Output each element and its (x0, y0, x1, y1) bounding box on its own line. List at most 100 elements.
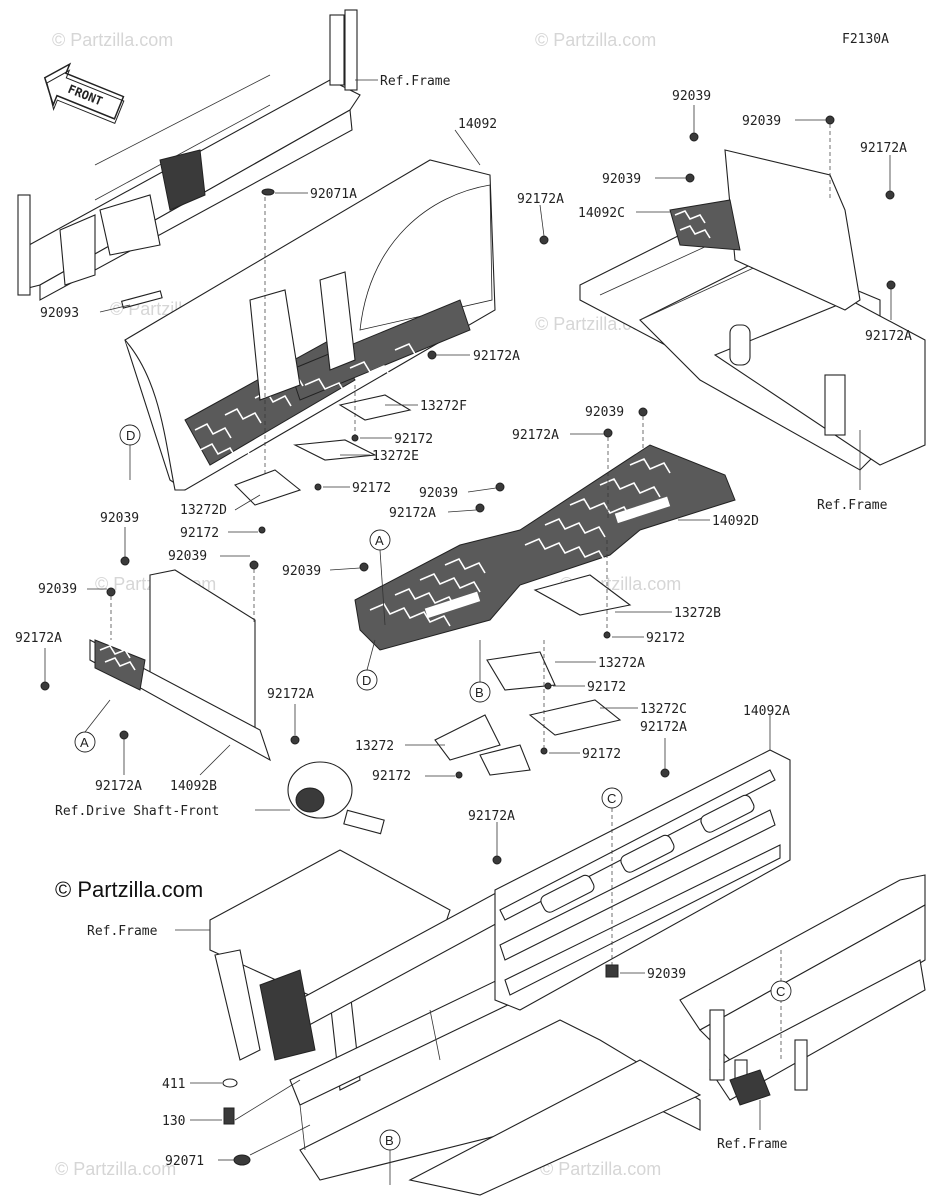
label-92172A-l1: 92172A (15, 631, 62, 646)
leader-line (234, 1079, 301, 1121)
label-ref-frame-bottom: Ref.Frame (717, 1137, 788, 1152)
label-92172A-1: 92172A (517, 192, 564, 207)
screw-92172-icon (540, 747, 548, 755)
label-13272A: 13272A (598, 656, 645, 671)
screw-92172A-icon (603, 428, 613, 438)
screw-92172A-icon (886, 280, 896, 290)
callout-letter: D (362, 673, 371, 688)
callout-letter: C (607, 791, 616, 806)
watermark-text: © Partzilla.com (52, 30, 173, 50)
callout-letter: A (375, 533, 384, 548)
label-13272D: 13272D (180, 503, 227, 518)
label-13272B: 13272B (674, 606, 721, 621)
screw-92039-icon (638, 407, 648, 417)
screw-92172A-icon (660, 768, 670, 778)
screw-92172-icon (603, 631, 611, 639)
label-14092A: 14092A (743, 704, 790, 719)
insulator-13272C (528, 699, 622, 736)
label-92172-m1: 92172 (646, 631, 685, 646)
screw-92172A-icon (539, 235, 549, 245)
side-panel-14092B (89, 569, 271, 762)
label-92039-m3: 92039 (282, 564, 321, 579)
label-ref-drive-shaft: Ref.Drive Shaft-Front (55, 804, 219, 819)
clip-92039-icon (605, 964, 619, 978)
label-92039-r1: 92039 (672, 89, 711, 104)
label-92172A-m2: 92172A (389, 506, 436, 521)
screw-92172A-icon (492, 855, 502, 865)
callout-letter: B (385, 1133, 394, 1148)
callout-c (770, 980, 792, 1002)
screw-92039-icon (106, 587, 116, 597)
label-92039-b1: 92039 (647, 967, 686, 982)
label-92172A-r2: 92172A (865, 329, 912, 344)
screw-92172-icon (544, 682, 552, 690)
clip-92071A-icon (261, 188, 275, 196)
label-92172A-l2: 92172A (267, 687, 314, 702)
front-frame-assembly (17, 9, 361, 301)
screw-92039-icon (495, 482, 505, 492)
label-13272: 13272 (355, 739, 394, 754)
label-92172-3: 92172 (180, 526, 219, 541)
label-ref-frame-right: Ref.Frame (817, 498, 888, 513)
label-92172-m2: 92172 (587, 680, 626, 695)
label-14092: 14092 (458, 117, 497, 132)
label-411: 411 (162, 1077, 185, 1092)
screw-92172-icon (258, 526, 266, 534)
leader-line (329, 567, 361, 571)
label-92039-l1: 92039 (100, 511, 139, 526)
screw-92172A-icon (475, 503, 485, 513)
screw-92172A-icon (119, 730, 129, 740)
screw-92172A-icon (427, 350, 437, 360)
screw-92039-icon (249, 560, 259, 570)
callout-letter: A (80, 735, 89, 750)
screw-92172-icon (351, 434, 359, 442)
leader-line (467, 487, 497, 493)
label-92172A-m1: 92172A (512, 428, 559, 443)
label-13272F: 13272F (420, 399, 467, 414)
label-92093: 92093 (40, 306, 79, 321)
label-92039-r2: 92039 (742, 114, 781, 129)
copyright-text: © Partzilla.com (55, 877, 203, 902)
label-92039-l2: 92039 (168, 549, 207, 564)
leader-line (539, 204, 545, 237)
label-92172-m3: 92172 (372, 769, 411, 784)
insulator-13272B (533, 574, 632, 616)
leader-line (454, 129, 481, 166)
leader-line (447, 509, 477, 513)
insulator-13272E (293, 439, 377, 461)
label-92039-r3: 92039 (602, 172, 641, 187)
label-92172A-b1: 92172A (468, 809, 515, 824)
screw-92172A-icon (885, 190, 895, 200)
label-14092D: 14092D (712, 514, 759, 529)
pad-92093-icon (120, 290, 163, 309)
leader-line (199, 744, 231, 776)
label-92172A-r1: 92172A (860, 141, 907, 156)
label-92172-1: 92172 (394, 432, 433, 447)
callout-letter: D (126, 428, 135, 443)
screw-92039-icon (685, 173, 695, 183)
insulator-13272 (434, 714, 501, 761)
label-13272C: 13272C (640, 702, 687, 717)
insulator-13272A (486, 651, 556, 691)
label-92071A: 92071A (310, 187, 357, 202)
leader-line (379, 549, 386, 626)
label-92172-2: 92172 (352, 481, 391, 496)
watermark-text: © Partzilla.com (535, 30, 656, 50)
insulator-13272F (338, 394, 412, 421)
callout-letter: C (776, 984, 785, 999)
label-13272E: 13272E (372, 449, 419, 464)
insulator-13272 (479, 744, 531, 776)
front-arrow-icon: FRONT (43, 62, 125, 124)
label-92039-m2: 92039 (419, 486, 458, 501)
watermark-text: © Partzilla.com (55, 1159, 176, 1179)
screw-92039-icon (689, 132, 699, 142)
rear-floor-panel-14092C (669, 149, 861, 311)
screw-92039-icon (120, 556, 130, 566)
screw-92039-icon (825, 115, 835, 125)
watermark-text: © Partzilla.com (540, 1159, 661, 1179)
front-floor-panel-14092 (124, 159, 496, 491)
bed-panel-14092A (494, 749, 791, 1011)
label-92172-m4: 92172 (582, 747, 621, 762)
